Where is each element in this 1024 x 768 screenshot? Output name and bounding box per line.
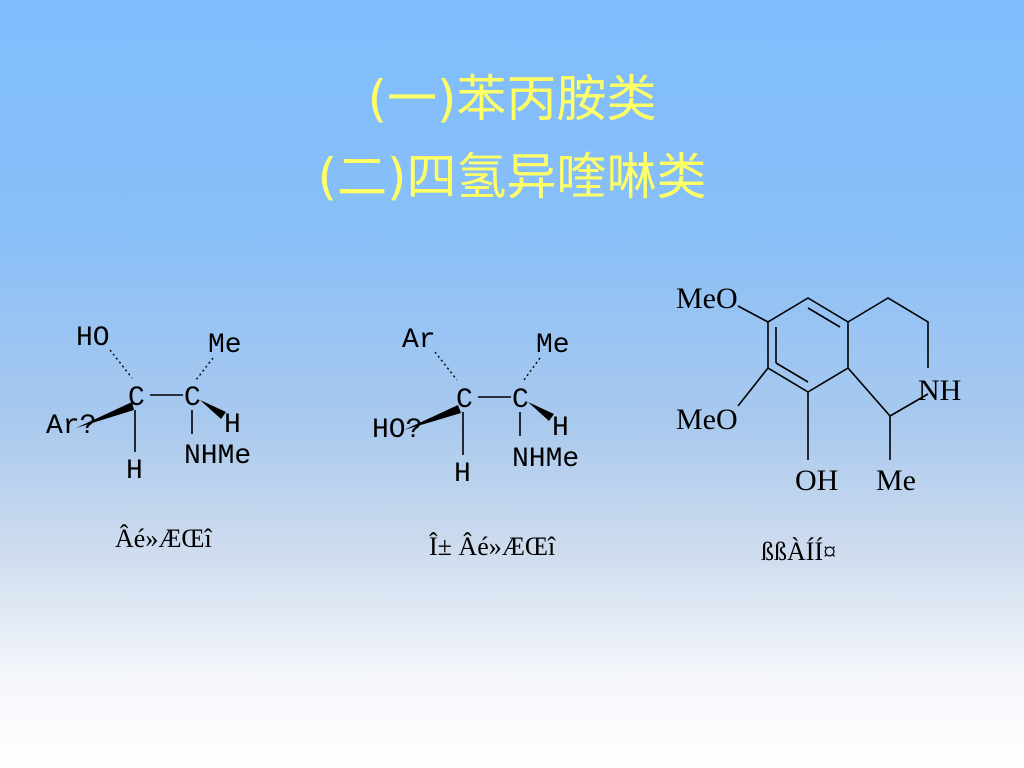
s3-bond-n-c1 bbox=[889, 393, 929, 417]
s1-ho-label: HO bbox=[76, 323, 110, 354]
s3-nh-label: NH bbox=[918, 374, 961, 407]
slide-title-line1: (一)苯丙胺类 bbox=[367, 70, 657, 128]
s3-ring-top-bonds bbox=[847, 297, 929, 368]
structure-2: Ar Me C C HO? H H NHMe Î± Âé»ÆŒî bbox=[372, 325, 579, 561]
s2-ar-label: Ar bbox=[402, 325, 436, 356]
s2-hashed-bond-me bbox=[523, 357, 541, 381]
s1-hashed-bond-me bbox=[195, 357, 214, 381]
s2-h-bottom-label: H bbox=[454, 459, 471, 490]
s3-bond-meo-top bbox=[737, 305, 769, 323]
s1-h-bottom-label: H bbox=[126, 456, 143, 487]
s1-me-label: Me bbox=[208, 330, 242, 361]
s1-caption: Âé»ÆŒî bbox=[115, 524, 213, 553]
s3-me-label: Me bbox=[876, 464, 916, 497]
s1-ar-label: Ar? bbox=[46, 411, 96, 442]
s2-nhme-label: NHMe bbox=[512, 444, 579, 475]
s2-wedge-bond-h bbox=[528, 402, 554, 421]
s2-c2-label: C bbox=[512, 385, 529, 416]
s3-meo-bottom-label: MeO bbox=[676, 403, 738, 436]
s2-hashed-bond-ar bbox=[434, 351, 458, 381]
s2-wedge-bond-ho bbox=[404, 405, 461, 430]
s3-bond-meo-bottom bbox=[737, 367, 769, 407]
s3-meo-top-label: MeO bbox=[676, 282, 738, 315]
s1-nhme-label: NHMe bbox=[184, 441, 251, 472]
s2-c1-label: C bbox=[456, 385, 473, 416]
s1-h-right-label: H bbox=[224, 410, 241, 441]
slide-title-line2: (二)四氢异喹啉类 bbox=[317, 148, 707, 206]
s2-ho-label: HO? bbox=[372, 415, 422, 446]
structure-3: NH MeO MeO OH Me ßßÀÍÍ¤ bbox=[676, 282, 961, 566]
s3-caption: ßßÀÍÍ¤ bbox=[761, 537, 836, 566]
s3-benzene-ring bbox=[767, 297, 849, 393]
s3-bond-c1-c8a bbox=[847, 367, 891, 417]
s2-h-right-label: H bbox=[552, 413, 569, 444]
s1-wedge-bond-h bbox=[200, 400, 226, 419]
s3-aromatic-inner-1 bbox=[807, 307, 841, 328]
s2-caption: Î± Âé»ÆŒî bbox=[429, 532, 556, 561]
s2-me-label: Me bbox=[536, 330, 570, 361]
s3-aromatic-inner-2 bbox=[775, 362, 809, 383]
s1-c2-label: C bbox=[184, 383, 201, 414]
s1-hashed-bond-ho bbox=[109, 349, 133, 379]
structure-1: HO Me C C Ar? H H NHMe Âé»ÆŒî bbox=[46, 323, 251, 553]
s3-oh-label: OH bbox=[795, 464, 838, 497]
s1-wedge-bond-ar bbox=[76, 402, 134, 428]
